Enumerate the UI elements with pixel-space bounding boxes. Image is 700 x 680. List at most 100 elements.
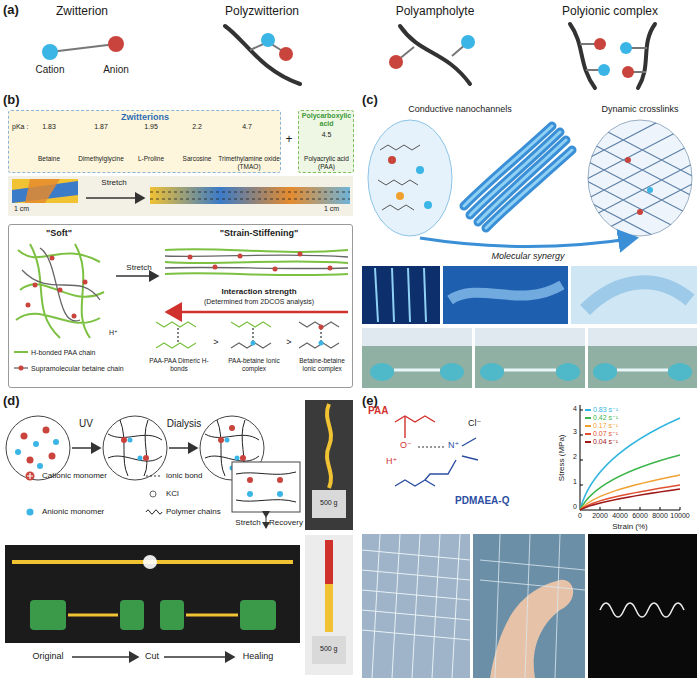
figure-label: (d) [3,393,20,409]
polyionic-complex-sketch [570,24,655,88]
soft-network [14,244,348,371]
figure-label: 0 [565,512,595,520]
figure-label: Cationic monomer [42,471,107,481]
node-text: 2.2 [182,123,212,131]
healing-photo [5,545,300,657]
figure-label: PDMAEA-Q [455,495,509,507]
node-text: Supramolecular betaine chain [31,365,143,373]
figure-label: KCl [166,489,179,499]
figure-label: Anion [86,64,146,76]
figure-label: Strain (%) [600,522,660,532]
legend-row: 0.04 s⁻¹ [585,438,618,446]
mesh-photos [362,534,697,678]
node-text: "Soft" [29,228,89,239]
node-text: 4.5 [312,131,342,139]
figure-label: Stress (MPa) [557,428,567,488]
legend-text: 0.17 s⁻¹ [593,422,618,430]
fiber-photos [362,266,697,388]
figure-label: Original [18,651,78,662]
figure-label: Healing [228,651,288,662]
figure-label: 2000 [585,512,615,520]
stress-strain-plot [580,405,680,510]
zwitterion-sketch [42,36,124,60]
node-text: Dimethylglycine [74,155,129,163]
mechanism-panel: "Soft" "Strain-Stiffening" StretchH-bonded… [8,224,353,388]
figure-label: 6000 [625,512,655,520]
node-text: > [211,337,221,348]
legend-swatch [585,417,591,419]
figure-label: Polyzwitterion [197,4,327,18]
figure-label: Polyionic complex [535,4,685,18]
node-text: Polyacrylic acid (PAA) [300,155,353,171]
figure-label: O⁻ [400,440,412,451]
chemical-structure [395,416,478,486]
legend-swatch [585,409,591,411]
node-text: Betaine [24,155,74,163]
figure-label: Polymer chains [166,507,221,517]
node-text: 1.87 [86,123,116,131]
node-text: PAA-PAA Dimeric H-bonds [149,357,209,373]
legend-swatch [585,425,591,427]
figure-label: Anionic monomer [42,507,104,517]
node-text: (Determined from 2DCOS analysis) [169,298,349,306]
figure-label: 10000 [665,512,695,520]
legend-row: 0.83 s⁻¹ [585,406,618,414]
figure-label: 1 cm [322,205,341,213]
node-text: 4.7 [232,123,262,131]
legend-row: 0.07 s⁻¹ [585,430,618,438]
legend-text: 0.42 s⁻¹ [593,414,618,422]
node-text: Stretch [119,263,159,273]
node-text: PAA-betaine Ionic complex [223,357,285,373]
figure-label: N⁺ [448,440,459,451]
polyzwitterion-sketch [225,26,300,84]
figure-label: Conductive nanochannels [405,104,515,115]
figure-label: 4000 [605,512,635,520]
figure-label: + [284,132,294,146]
interaction-structures [156,322,339,348]
figure-label: (b) [3,92,20,108]
weight-photos [305,400,353,675]
legend-text: 0.04 s⁻¹ [593,438,618,446]
node-text: H-bonded PAA chain [31,349,143,357]
node-text: Zwitterions [85,112,205,123]
node-text: pKa : [12,123,28,131]
crosslink-schematic [6,416,300,528]
node-text: "Strain-Stiffening" [184,228,334,239]
figure-label: Polyampholyte [370,4,500,18]
polyampholyte-sketch [389,26,475,84]
node-text: 1.83 [34,123,64,131]
legend-row: 0.17 s⁻¹ [585,422,618,430]
figure-label: 1 [565,478,577,486]
figure-label: Molecular synergy [473,251,583,262]
figure-label: (c) [362,92,378,108]
zwitterion-panel: ZwitterionspKa :1.831.871.952.24.7Betain… [8,110,281,173]
figure-label: Stretch [228,518,268,528]
figure-label: ionic bond [166,471,202,481]
figure-label: 2 [565,453,577,461]
figure-label: UV [71,418,101,430]
figure-label: Cation [20,64,80,76]
node-text: Polycarboxylic acid [300,112,353,129]
node-text: Betaine-betaine Ionic complex [292,357,352,373]
figure-label: 4 [565,405,577,413]
node-text: Sarcosine [175,155,219,163]
figure-label: Stretch [89,178,139,188]
legend-row: 0.42 s⁻¹ [585,414,618,422]
figure-label: Recovery [264,518,308,528]
node-text: H⁺ [109,329,118,337]
node-text: > [284,337,294,348]
node-text: L-Proline [127,155,175,163]
figure-label: 3 [565,428,577,436]
figure-label: Zwitterion [17,4,147,18]
figure-label: H⁺ [386,456,397,467]
figure-label: 500 g [318,645,340,653]
legend-swatch [585,433,591,435]
figure-label: Dynamic crosslinks [590,104,690,115]
nanochannel-illustration [368,100,700,260]
polyacid-panel: Polycarboxylic acid 4.5Polyacrylic acid (… [298,110,354,173]
node-text: Trimethylamine oxide (TMAO) [218,155,280,171]
legend-text: 0.83 s⁻¹ [593,406,618,414]
figure-label: (a) [3,2,19,18]
